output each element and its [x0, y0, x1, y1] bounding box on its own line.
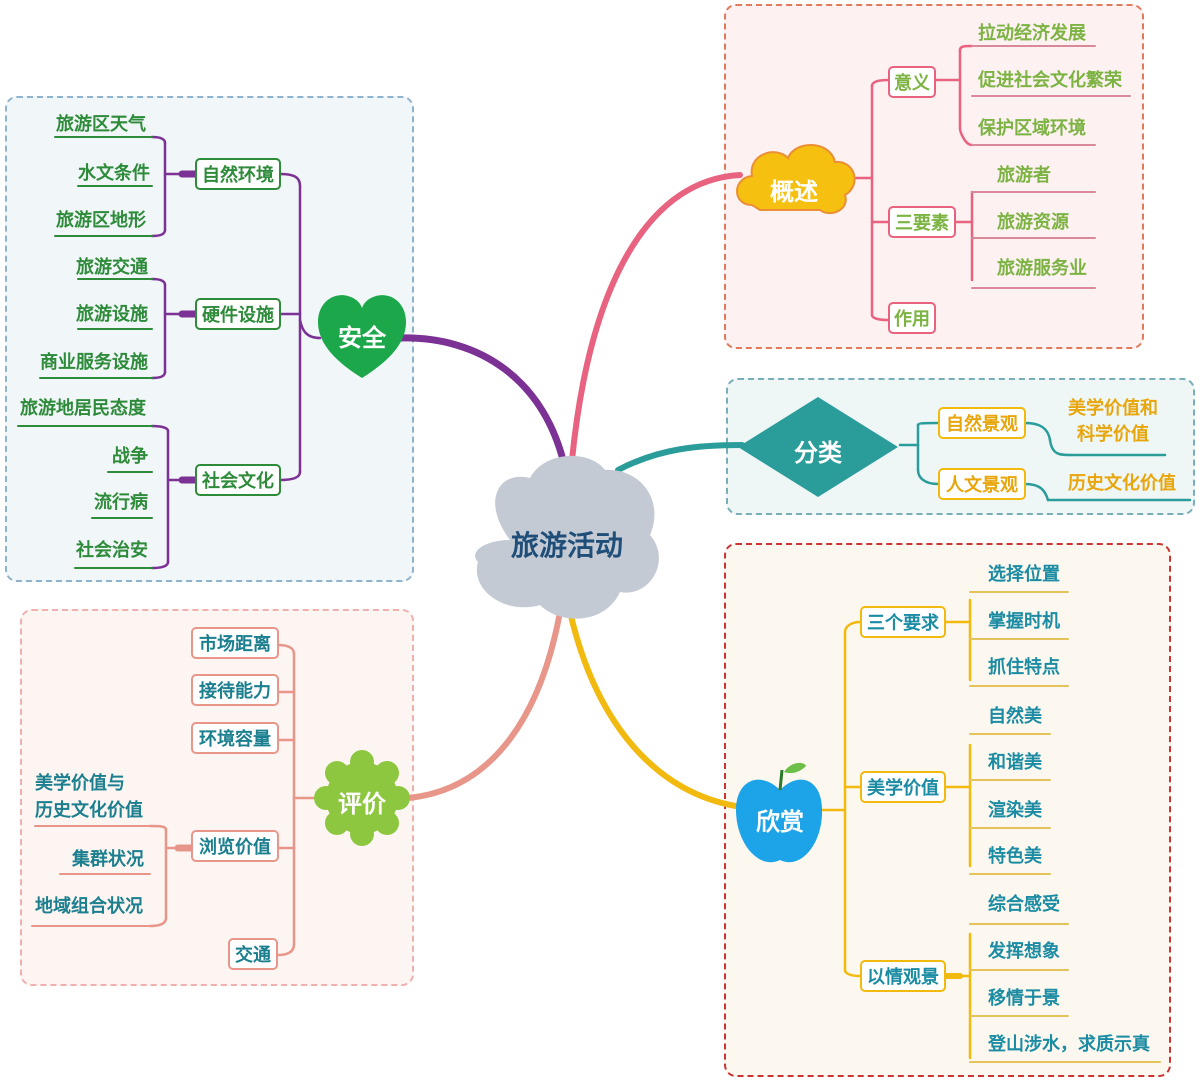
- overview-meaning-node[interactable]: 意义: [888, 66, 936, 98]
- overview-meaning-item: 拉动经济发展: [978, 23, 1086, 44]
- appreciation-hub[interactable]: 欣赏: [756, 808, 804, 836]
- classification-hub[interactable]: 分类: [794, 439, 842, 467]
- safety-hardware-node[interactable]: 硬件设施: [195, 298, 281, 330]
- appreciation-aesthetic-item: 和谐美: [988, 752, 1042, 773]
- overview-meaning-item: 促进社会文化繁荣: [978, 70, 1122, 91]
- evaluation-flower-shape: [314, 750, 410, 846]
- evaluation-visit-value-line2: 历史文化价值: [35, 800, 143, 821]
- appreciation-emotion-item: 移情于景: [988, 988, 1060, 1009]
- safety-social-item: 社会治安: [76, 540, 148, 561]
- appreciation-emotion-item: 综合感受: [988, 894, 1060, 915]
- evaluation-hub[interactable]: 评价: [338, 790, 386, 818]
- safety-natural-item: 水文条件: [78, 163, 150, 184]
- overview-elements-item: 旅游者: [997, 165, 1051, 186]
- overview-cloud-shape: [736, 144, 856, 215]
- safety-natural-item: 旅游区地形: [56, 210, 146, 231]
- overview-elements-node[interactable]: 三要素: [888, 206, 956, 238]
- safety-hardware-item: 商业服务设施: [40, 352, 148, 373]
- safety-natural-item: 旅游区天气: [56, 114, 146, 135]
- evaluation-environment-node[interactable]: 环境容量: [191, 722, 279, 754]
- appreciation-requirements-node[interactable]: 三个要求: [860, 606, 946, 638]
- center-cloud-shape: [475, 455, 659, 619]
- overview-meaning-item: 保护区域环境: [978, 118, 1086, 139]
- appreciation-requirement-item: 抓住特点: [988, 657, 1060, 678]
- overview-elements-item: 旅游服务业: [997, 258, 1087, 279]
- appreciation-aesthetic-item: 自然美: [988, 706, 1042, 727]
- safety-social-item: 战争: [112, 446, 148, 467]
- evaluation-transport-node[interactable]: 交通: [228, 938, 278, 970]
- appreciation-aesthetic-item: 特色美: [988, 846, 1042, 867]
- overview-hub[interactable]: 概述: [770, 178, 818, 206]
- safety-natural-node[interactable]: 自然环境: [195, 158, 281, 190]
- evaluation-market-node[interactable]: 市场距离: [191, 627, 279, 659]
- overview-elements-item: 旅游资源: [997, 212, 1069, 233]
- classification-natural-node[interactable]: 自然景观: [938, 407, 1026, 439]
- appreciation-requirement-item: 选择位置: [988, 564, 1060, 585]
- classification-diamond-shape: [738, 397, 898, 497]
- safety-social-item: 旅游地居民态度: [20, 398, 146, 419]
- classification-natural-value-line1: 美学价值和: [1068, 398, 1158, 419]
- evaluation-visit-node[interactable]: 浏览价值: [191, 830, 279, 862]
- appreciation-emotion-item: 登山涉水，求质示真: [988, 1034, 1150, 1055]
- safety-social-node[interactable]: 社会文化: [195, 464, 281, 496]
- classification-cultural-node[interactable]: 人文景观: [938, 468, 1026, 500]
- evaluation-visit-combination: 地域组合状况: [35, 896, 143, 917]
- safety-social-item: 流行病: [94, 492, 148, 513]
- safety-hardware-item: 旅游交通: [76, 257, 148, 278]
- appreciation-emotion-item: 发挥想象: [988, 941, 1060, 962]
- classification-cultural-value: 历史文化价值: [1068, 473, 1176, 494]
- safety-hub[interactable]: 安全: [338, 324, 386, 352]
- appreciation-apple-shape: [735, 762, 823, 863]
- appreciation-aesthetic-item: 渲染美: [988, 800, 1042, 821]
- evaluation-visit-cluster: 集群状况: [72, 849, 144, 870]
- safety-heart-shape: [318, 295, 406, 378]
- safety-hardware-item: 旅游设施: [76, 304, 148, 325]
- appreciation-aesthetic-node[interactable]: 美学价值: [860, 771, 946, 803]
- appreciation-emotion-node[interactable]: 以情观景: [860, 960, 946, 992]
- center-title: 旅游活动: [510, 529, 623, 562]
- evaluation-capacity-node[interactable]: 接待能力: [191, 674, 279, 706]
- classification-natural-value-line2: 科学价值: [1077, 424, 1149, 445]
- appreciation-requirement-item: 掌握时机: [988, 611, 1060, 632]
- evaluation-visit-value-line1: 美学价值与: [35, 773, 125, 794]
- overview-role-node[interactable]: 作用: [888, 302, 936, 334]
